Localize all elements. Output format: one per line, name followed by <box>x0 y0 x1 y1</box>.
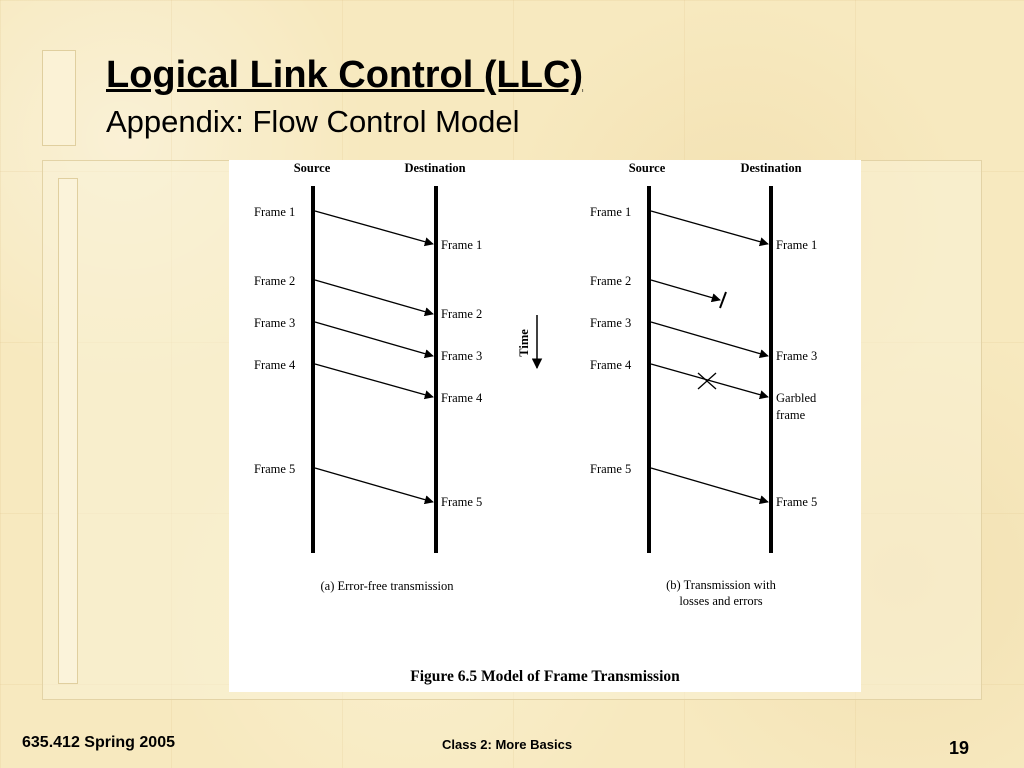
panel-a-send-frame-2: Frame 2 <box>254 274 295 288</box>
footer-page-number: 19 <box>949 738 970 758</box>
panel-b-destination-label: Destination <box>740 161 801 175</box>
panel-a-arrow-frame-1 <box>314 210 434 247</box>
panel-b-arrow-frame-3 <box>650 321 769 359</box>
panel-a-send-frame-5: Frame 5 <box>254 462 295 476</box>
panel-b-arrow-frame-1 <box>650 210 769 247</box>
panel-a-recv-frame-4: Frame 4 <box>441 391 483 405</box>
footer-course: 635.412 Spring 2005 <box>22 734 175 751</box>
panel-b-arrow-frame-4 <box>650 363 769 400</box>
panel-b-send-frame-2: Frame 2 <box>590 274 631 288</box>
panel-a-source-label: Source <box>294 161 331 175</box>
slide-title: Logical Link Control (LLC) <box>106 54 584 96</box>
panel-b-recv-garbled-line2: frame <box>776 408 806 422</box>
panel-b-caption-line2: losses and errors <box>679 594 762 608</box>
footer-class-title: Class 2: More Basics <box>442 737 573 752</box>
panel-b-recv-frame-5: Frame 5 <box>776 495 817 509</box>
panel-a: Source Destination Frame 1 Frame 1 Frame… <box>254 161 483 593</box>
panel-a-destination-label: Destination <box>404 161 465 175</box>
frame-transmission-figure: Source Destination Frame 1 Frame 1 Frame… <box>229 160 861 692</box>
panel-a-arrow-frame-4 <box>314 363 434 400</box>
panel-b-send-frame-1: Frame 1 <box>590 205 631 219</box>
panel-a-recv-frame-5: Frame 5 <box>441 495 482 509</box>
panel-b-source-label: Source <box>629 161 666 175</box>
panel-b-send-frame-3: Frame 3 <box>590 316 631 330</box>
panel-b-send-frame-4: Frame 4 <box>590 358 632 372</box>
panel-b-arrow-frame-5 <box>650 467 769 505</box>
panel-b-recv-frame-3: Frame 3 <box>776 349 817 363</box>
left-accent-bar <box>58 178 78 684</box>
panel-a-recv-frame-1: Frame 1 <box>441 238 482 252</box>
panel-a-recv-frame-3: Frame 3 <box>441 349 482 363</box>
figure-diagram: Source Destination Frame 1 Frame 1 Frame… <box>254 161 817 685</box>
time-axis: Time <box>517 315 543 370</box>
panel-b-error-cross <box>697 372 717 390</box>
panel-a-arrow-frame-5 <box>314 467 434 505</box>
panel-a-send-frame-3: Frame 3 <box>254 316 295 330</box>
panel-a-arrow-frame-3 <box>314 321 434 359</box>
panel-a-send-frame-4: Frame 4 <box>254 358 296 372</box>
panel-a-send-frame-1: Frame 1 <box>254 205 295 219</box>
panel-b-send-frame-5: Frame 5 <box>590 462 631 476</box>
slide-subtitle: Appendix: Flow Control Model <box>106 104 520 139</box>
time-label: Time <box>517 329 531 357</box>
panel-a-arrow-frame-2 <box>314 279 434 317</box>
figure-caption: Figure 6.5 Model of Frame Transmission <box>410 668 680 685</box>
title-accent-bar <box>42 50 76 146</box>
panel-b-loss-barrier <box>719 291 727 309</box>
panel-a-caption: (a) Error-free transmission <box>320 579 454 593</box>
panel-b-recv-garbled-line1: Garbled <box>776 391 817 405</box>
panel-b-recv-frame-1: Frame 1 <box>776 238 817 252</box>
panel-a-recv-frame-2: Frame 2 <box>441 307 482 321</box>
panel-b: Source Destination Frame 1 Frame 1 Frame… <box>590 161 817 608</box>
panel-b-arrow-frame-2-lost <box>650 279 721 303</box>
panel-b-caption-line1: (b) Transmission with <box>666 578 776 592</box>
